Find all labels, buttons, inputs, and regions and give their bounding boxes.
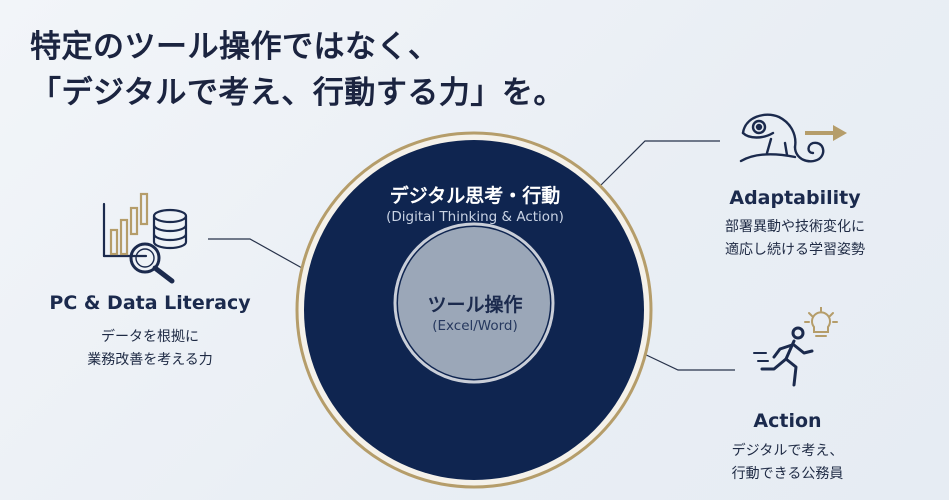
feature-desc-line: 行動できる公務員 [731, 466, 844, 482]
chameleon-icon [739, 113, 847, 163]
connector-bottom-right [639, 351, 735, 371]
feature-title-adaptability: Adaptability [729, 187, 861, 209]
feature-desc-line: 適応し続ける学習姿勢 [725, 242, 865, 258]
inner-circle-title: ツール操作 [427, 294, 523, 316]
inner-circle [398, 227, 550, 379]
running-person-lightbulb-icon [753, 307, 838, 387]
feature-desc-adaptability: 部署異動や技術変化に 適応し続ける学習姿勢 [690, 216, 900, 262]
inner-circle-subtitle: (Excel/Word) [432, 318, 518, 334]
feature-desc-pc-data-literacy: データを根拠に 業務改善を考える力 [40, 326, 260, 372]
headline-line-1: 特定のツール操作ではなく、 [30, 29, 440, 65]
connector-left [208, 238, 303, 269]
feature-title-action: Action [753, 410, 822, 432]
feature-desc-line: デジタルで考え、 [731, 443, 844, 459]
connector-top-right [597, 140, 720, 189]
inner-circle-ring [393, 222, 555, 384]
outer-circle-title: デジタル思考・行動 [389, 185, 561, 207]
feature-desc-line: 業務改善を考える力 [87, 352, 213, 368]
feature-desc-line: データを根拠に [101, 329, 199, 345]
headline-line-2: 「デジタルで考え、行動する力」を。 [30, 75, 565, 111]
bar-chart-database-magnifier-icon [102, 192, 188, 284]
feature-desc-line: 部署異動や技術変化に [725, 219, 865, 235]
feature-desc-action: デジタルで考え、 行動できる公務員 [700, 440, 875, 486]
headline: 特定のツール操作ではなく、 「デジタルで考え、行動する力」を。 [30, 24, 565, 116]
outer-circle-subtitle: (Digital Thinking & Action) [386, 209, 564, 225]
feature-title-pc-data-literacy: PC & Data Literacy [49, 292, 251, 314]
